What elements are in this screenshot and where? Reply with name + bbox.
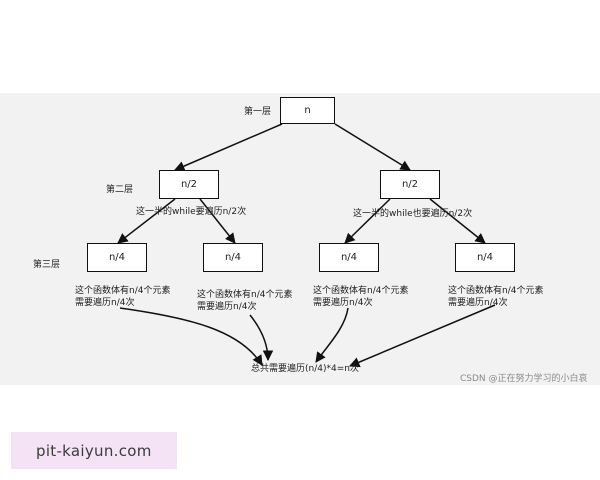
leaf-node-3-label: n/4 [340,252,358,263]
leaf1-annotation: 这个函数体有n/4个元素 需要遍历n/4次 [75,285,170,309]
leaf2-annotation: 这个函数体有n/4个元素 需要遍历n/4次 [197,289,292,313]
left-mid-annotation: 这一半的while要遍历n/2次 [136,207,247,217]
leaf3-annotation: 这个函数体有n/4个元素 需要遍历n/4次 [313,285,408,309]
leaf3-annotation-line1: 这个函数体有n/4个元素 [313,286,409,296]
leaf4-annotation-line1: 这个函数体有n/4个元素 [448,286,544,296]
leaf2-annotation-line2: 需要遍历n/4次 [197,302,257,312]
root-node: n [280,97,335,124]
site-watermark-text: pit-kaiyun.com [36,441,152,460]
leaf1-annotation-line1: 这个函数体有n/4个元素 [75,286,171,296]
leaf-node-1-label: n/4 [108,252,126,263]
leaf2-annotation-line1: 这个函数体有n/4个元素 [197,290,293,300]
leaf-node-2-label: n/4 [224,252,242,263]
left-mid-node: n/2 [159,170,219,199]
leaf-node-4-label: n/4 [476,252,494,263]
left-mid-node-label: n/2 [180,179,198,190]
level1-label: 第一层 [244,107,272,117]
leaf4-annotation-line2: 需要遍历n/4次 [448,298,508,308]
leaf3-annotation-line2: 需要遍历n/4次 [313,298,373,308]
diagram-canvas [0,93,600,385]
leaf-node-1: n/4 [87,243,147,272]
leaf-node-4: n/4 [455,243,515,272]
level2-label: 第二层 [106,185,134,195]
site-watermark: pit-kaiyun.com [11,432,177,469]
level3-label: 第三层 [33,260,61,270]
total-annotation: 总共需要遍历(n/4)*4=n次 [251,364,359,374]
right-mid-node-label: n/2 [401,179,419,190]
leaf4-annotation: 这个函数体有n/4个元素 需要遍历n/4次 [448,285,543,309]
right-mid-node: n/2 [380,170,440,199]
leaf-node-3: n/4 [319,243,379,272]
right-mid-annotation: 这一半的while也要遍历n/2次 [353,209,473,219]
csdn-watermark: CSDN @正在努力学习的小白哀 [460,374,588,384]
leaf1-annotation-line2: 需要遍历n/4次 [75,298,135,308]
leaf-node-2: n/4 [203,243,263,272]
root-node-label: n [304,105,311,116]
